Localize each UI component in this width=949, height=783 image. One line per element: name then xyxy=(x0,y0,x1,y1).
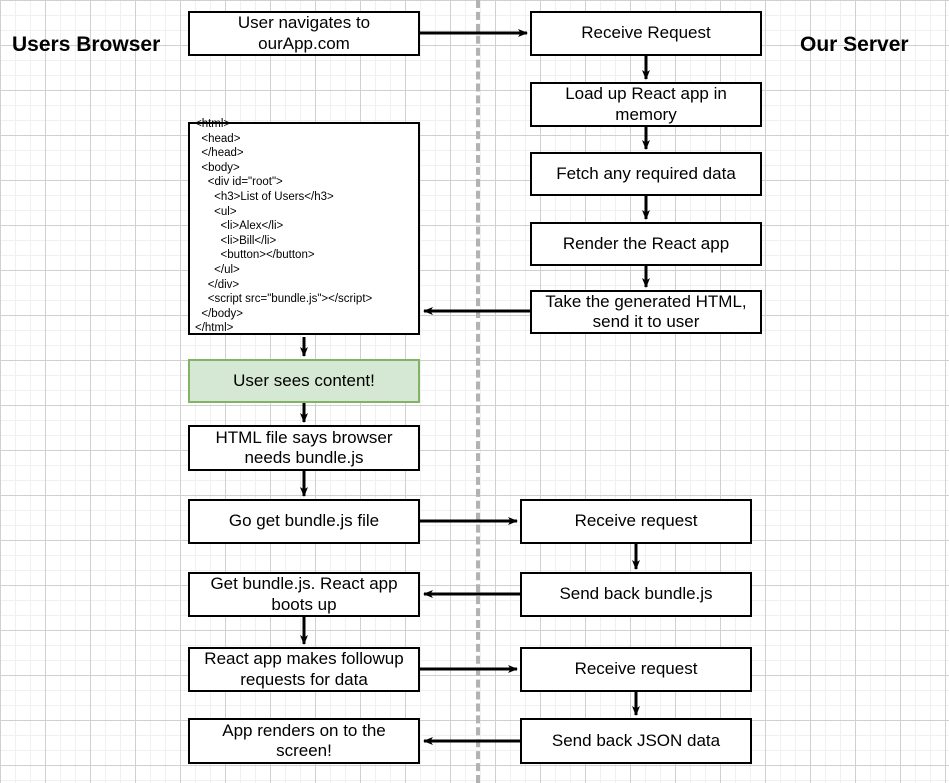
node-fetch-required-data[interactable]: Fetch any required data xyxy=(530,152,762,196)
node-app-renders-screen[interactable]: App renders on to the screen! xyxy=(188,718,420,764)
html-snippet-text: <html> <head> </head> <body> <div id="ro… xyxy=(195,118,373,335)
node-send-back-json[interactable]: Send back JSON data xyxy=(520,718,752,764)
node-render-react-app[interactable]: Render the React app xyxy=(530,222,762,266)
swimlane-divider xyxy=(476,0,480,783)
node-user-sees-content[interactable]: User sees content! xyxy=(188,359,420,403)
node-user-navigates[interactable]: User navigates to ourApp.com xyxy=(188,11,420,56)
node-receive-request-1[interactable]: Receive Request xyxy=(530,11,762,56)
node-html-document-snippet[interactable]: <html> <head> </head> <body> <div id="ro… xyxy=(188,118,420,335)
swimlane-label-our-server: Our Server xyxy=(800,33,909,56)
node-react-app-boots-up[interactable]: Get bundle.js. React app boots up xyxy=(188,572,420,617)
node-load-react-app-memory[interactable]: Load up React app in memory xyxy=(530,82,762,127)
node-send-generated-html[interactable]: Take the generated HTML, send it to user xyxy=(530,290,762,334)
node-html-file-needs-bundle[interactable]: HTML file says browser needs bundle.js xyxy=(188,425,420,471)
node-go-get-bundle-file[interactable]: Go get bundle.js file xyxy=(188,499,420,544)
swimlane-label-users-browser: Users Browser xyxy=(12,33,161,56)
node-send-back-bundle[interactable]: Send back bundle.js xyxy=(520,572,752,617)
node-followup-requests[interactable]: React app makes followup requests for da… xyxy=(188,647,420,692)
node-receive-request-3[interactable]: Receive request xyxy=(520,647,752,692)
node-receive-request-2[interactable]: Receive request xyxy=(520,499,752,544)
